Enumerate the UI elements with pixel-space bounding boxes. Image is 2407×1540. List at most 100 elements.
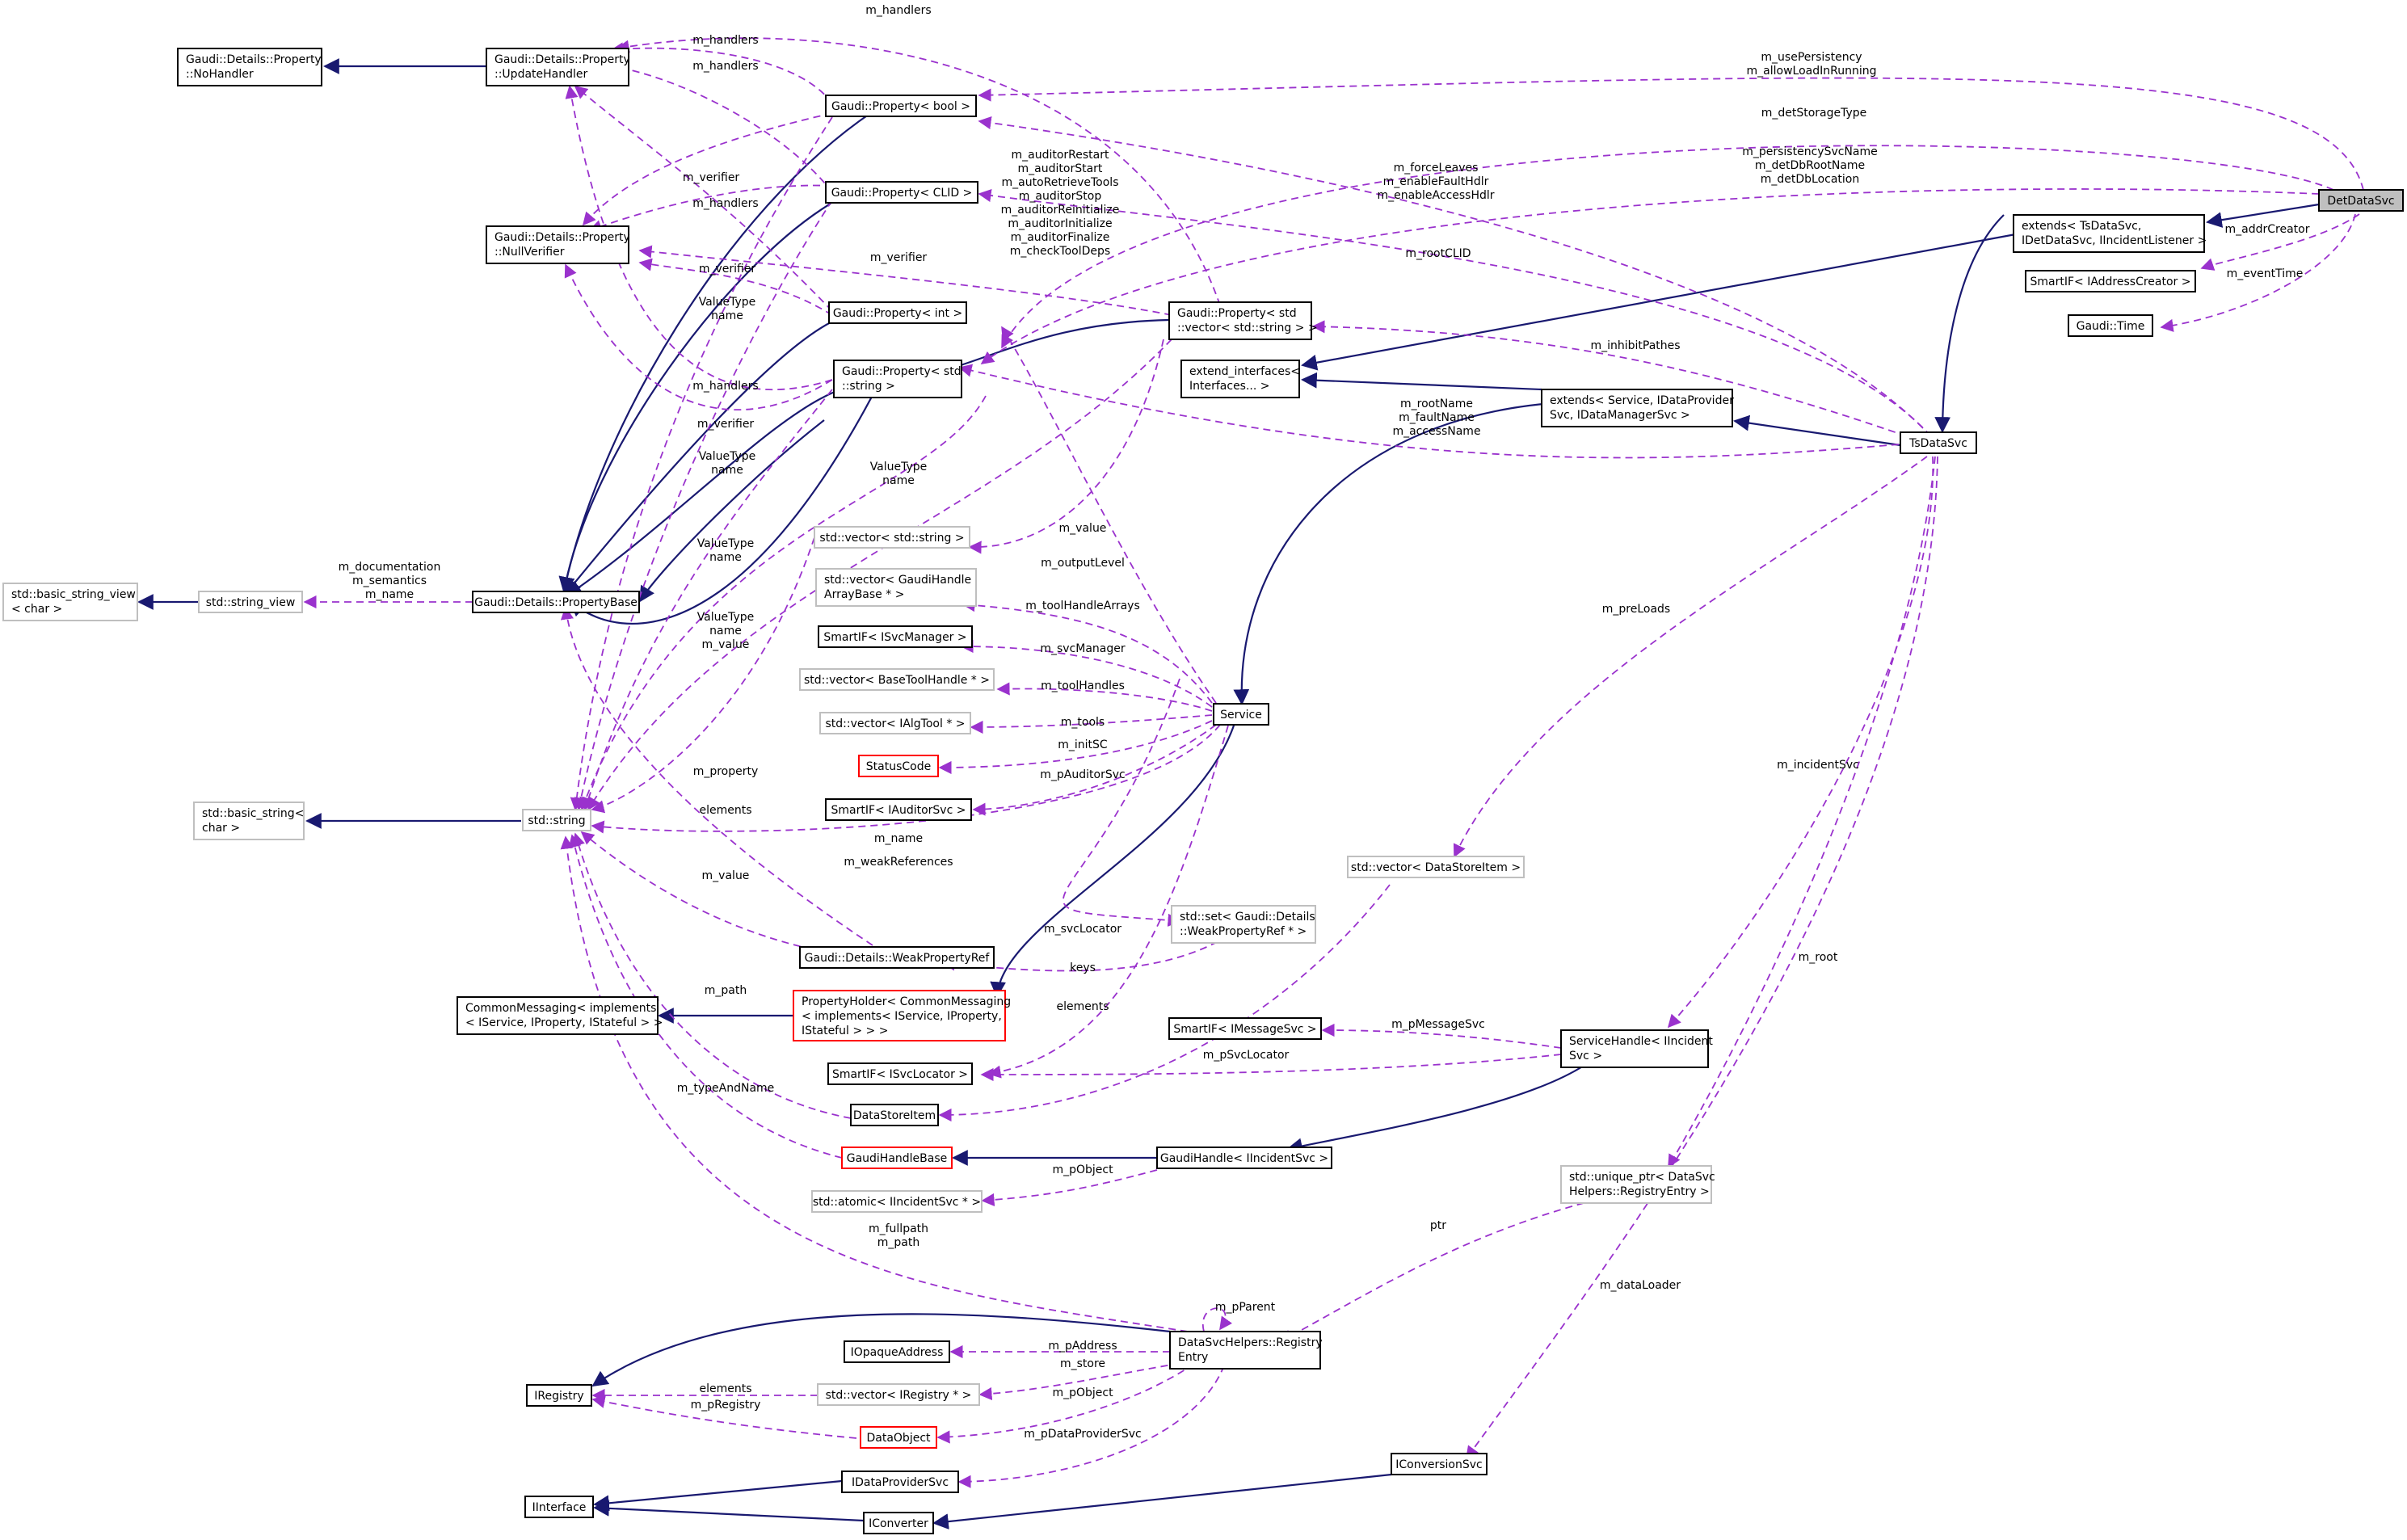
edge-label-verifier-e: m_verifier [697,418,755,431]
node-label: std::set< Gaudi::Details::WeakPropertyRe… [1180,911,1315,938]
edge-verifier-b [588,184,833,233]
node-label: std::vector< std::string > [819,532,964,545]
node-WeakPropRef[interactable]: Gaudi::Details::WeakPropertyRef [799,946,995,969]
node-PropCLID[interactable]: Gaudi::Property< CLID > [825,181,978,204]
edge-store [978,1361,1193,1401]
node-PropHolder[interactable]: PropertyHolder< CommonMessaging< impleme… [793,990,1011,1041]
edge-usePersistency [978,77,2364,191]
node-extTsDataSvc[interactable]: extends< TsDataSvc,IDetDataSvc, IInciden… [2013,214,2207,253]
node-UpdHandler[interactable]: Gaudi::Details::Property::UpdateHandler [486,48,630,86]
edge-label-svcLocator: m_svcLocator [1044,923,1121,936]
node-IOpaqueAddress[interactable]: IOpaqueAddress [844,1340,950,1363]
node-label: SmartIF< IMessageSvc > [1173,1023,1316,1036]
node-DetDataSvc[interactable]: DetDataSvc [2318,189,2404,212]
node-SmartISvcMgr[interactable]: SmartIF< ISvcManager > [818,625,973,648]
node-CommonMsg[interactable]: CommonMessaging< implements< IService, I… [457,996,663,1035]
node-IDataProviderSvc[interactable]: IDataProviderSvc [841,1471,959,1493]
node-PropInt[interactable]: Gaudi::Property< int > [828,301,967,324]
node-label: Gaudi::Details::Property::UpdateHandler [494,53,630,81]
edge-inhibitPathes [1311,320,1908,437]
node-VecIReg[interactable]: std::vector< IRegistry * > [817,1383,980,1406]
node-label: Gaudi::Property< std::string > [842,365,962,393]
node-extIfaces[interactable]: extend_interfaces<Interfaces... > [1180,360,1300,398]
node-NullVerifier[interactable]: Gaudi::Details::Property::NullVerifier [486,225,630,264]
edge-label-property: m_property [693,765,759,778]
node-VecString[interactable]: std::vector< std::string > [814,526,970,549]
node-NoHandler[interactable]: Gaudi::Details::Property::NoHandler [177,48,322,86]
node-label: IRegistry [534,1390,583,1403]
node-label: std::basic_string_view< char > [11,588,136,616]
edge-extTsDataSvc-DetDataSvc [2206,203,2320,228]
edge-label-outputLevel: m_outputLevel [1041,557,1125,570]
node-AtomicIInc[interactable]: std::atomic< IIncidentSvc * > [811,1190,983,1213]
edge-label-value-b: m_value [702,869,750,882]
edge-label-dataLoader: m_dataLoader [1600,1279,1681,1292]
node-StatusCode[interactable]: StatusCode [858,755,939,777]
node-StringView[interactable]: std::string_view [198,591,303,613]
node-label: std::string_view [206,596,296,609]
node-IInterface[interactable]: IInterface [524,1496,594,1518]
node-VecBTH[interactable]: std::vector< BaseToolHandle * > [799,668,995,691]
node-label: Service [1220,709,1262,722]
node-DataStoreItem[interactable]: DataStoreItem [850,1104,939,1126]
edge-label-handlers-a: m_handlers [692,34,758,47]
node-label: extends< TsDataSvc,IDetDataSvc, IInciden… [2022,220,2207,247]
edge-vtname-e [587,339,1172,811]
node-TsDataSvc[interactable]: TsDataSvc [1900,431,1977,454]
edge-preLoads [1453,456,1928,858]
node-label: Gaudi::Details::WeakPropertyRef [805,952,991,965]
node-VecIAlgTool[interactable]: std::vector< IAlgTool * > [819,712,971,734]
edge-label-handlers-d: m_handlers [692,380,758,393]
node-SmartIFAddr[interactable]: SmartIF< IAddressCreator > [2025,270,2196,292]
node-VecDSI[interactable]: std::vector< DataStoreItem > [1347,856,1525,878]
node-GaudiTime[interactable]: Gaudi::Time [2068,314,2153,337]
node-SmartISvcLoc[interactable]: SmartIF< ISvcLocator > [827,1062,973,1085]
node-PropBase[interactable]: Gaudi::Details::PropertyBase [472,591,640,613]
node-IRegistry[interactable]: IRegistry [526,1384,592,1407]
node-SetWeak[interactable]: std::set< Gaudi::Details::WeakPropertyRe… [1171,905,1316,944]
node-PropStr[interactable]: Gaudi::Property< std::string > [833,360,962,398]
node-GaudiHandleBase[interactable]: GaudiHandleBase [841,1147,953,1169]
node-PropVec[interactable]: Gaudi::Property< std::vector< std::strin… [1168,301,1318,340]
node-SmartIAudSvc[interactable]: SmartIF< IAuditorSvc > [825,798,972,821]
node-label: DataStoreItem [853,1109,936,1122]
edge-label-pSvcLocator: m_pSvcLocator [1203,1049,1290,1062]
edge-elements-a [591,536,815,814]
node-SmartIMsgSvc[interactable]: SmartIF< IMessageSvc > [1168,1017,1322,1040]
node-StdString[interactable]: std::string [522,809,591,831]
node-IConversionSvc[interactable]: IConversionSvc [1391,1453,1488,1475]
edge-typeAndName [568,834,843,1159]
edge-RegEntry-IRegistry [591,1313,1171,1387]
node-Service[interactable]: Service [1213,703,1269,726]
node-BasicString[interactable]: std::basic_string<char > [193,802,305,840]
edge-label-verifier-a: m_verifier [683,171,740,184]
node-GaudiHandle[interactable]: GaudiHandle< IIncidentSvc > [1156,1147,1332,1169]
node-BasicStringView[interactable]: std::basic_string_view< char > [2,583,138,621]
edge-eventTime [2160,213,2356,332]
node-label: Gaudi::Details::Property::NoHandler [186,53,322,81]
edge-pAuditorSvc [972,724,1217,816]
edge-handlers-top [616,37,1221,306]
node-PropBool[interactable]: Gaudi::Property< bool > [825,95,977,117]
edge-handlers-c [574,85,833,312]
edge-label-path: m_path [705,984,747,997]
node-DataObject[interactable]: DataObject [860,1426,937,1449]
node-IConverter[interactable]: IConverter [863,1512,934,1534]
node-label: std::string [528,814,585,827]
node-label: StatusCode [866,760,931,773]
